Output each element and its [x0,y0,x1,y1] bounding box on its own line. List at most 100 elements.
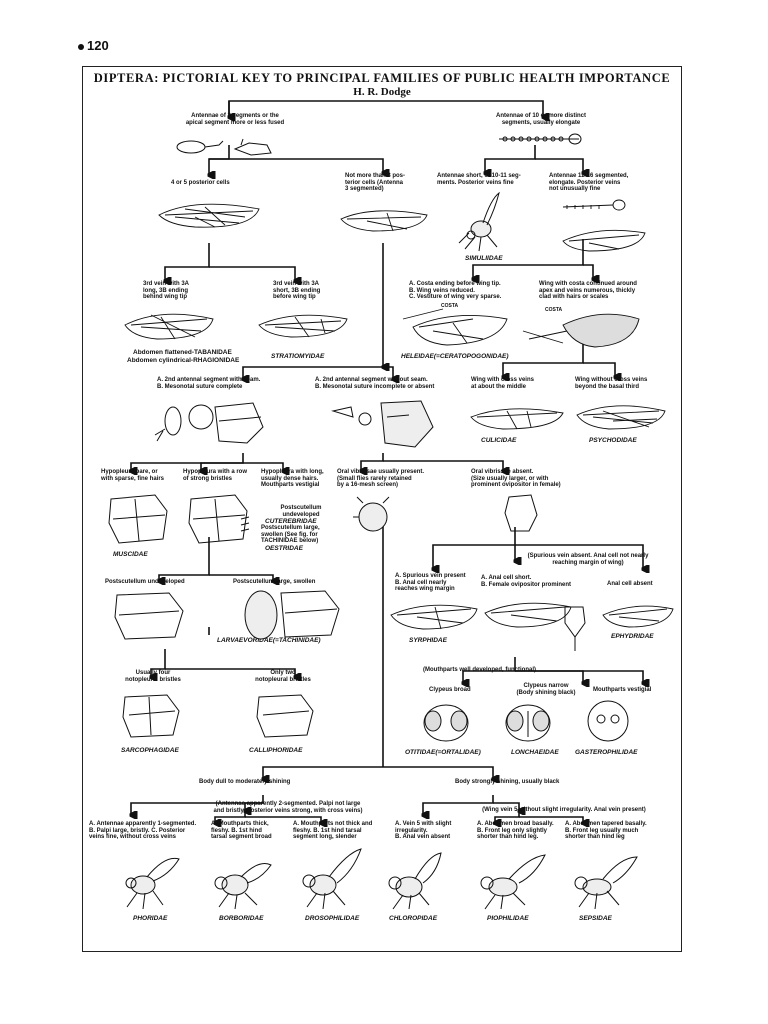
family-cuterebridae: CUTEREBRIDAE [265,518,317,525]
couplet-10a: Postscutellum undeveloped [105,579,185,585]
couplet-8d: Oral vibrissae usually present. (Small f… [337,469,425,489]
couplet-17c: A. Mouthparts not thick and fleshy. B. 1… [293,821,373,841]
family-sepsidae: SEPSIDAE [579,915,612,922]
couplet-16b: (Wing vein 5 without slight irregularity… [482,807,646,813]
costa-label-1: COSTA [441,303,459,309]
antenna-12-16-and-wing [562,199,646,252]
couplet-4b: 3rd vein with 3A short, 3B ending before… [273,281,321,301]
family-lonchaeidae: LONCHAEIDAE [511,749,559,756]
otitid-head [423,704,469,742]
couplet-15a: Body dull to moderately shining [199,779,291,785]
muscid-thorax [108,494,168,544]
couplet-5b: Wing with costa continued around apex an… [539,281,637,301]
wing-3-posterior-cells [340,210,428,232]
piophilid-fly-illustration [480,854,546,910]
family-phoridae: PHORIDAE [133,915,168,922]
culicid-wing [470,408,564,430]
family-larvaevoridae: LARVAEVORIDAE(=TACHINIDAE) [217,637,321,644]
couplet-17a: A. Antennae apparently 1-segmented. B. P… [89,821,197,841]
couplet-15b: Body strongly shining, usually black [455,779,560,785]
page-number: 120 [78,38,109,53]
thorax-mesonotal-suture-incomplete [331,400,434,448]
sepsid-fly-illustration [574,856,638,910]
family-drosophilidae: DROSOPHILIDAE [305,915,360,922]
oral-vibrissae-head [353,496,390,532]
family-chloropidae: CHLOROPIDAE [389,915,438,922]
couplet-17f: A. Abdomen tapered basally. B. Front leg… [565,821,647,841]
family-syrphidae: SYRPHIDAE [409,637,447,644]
family-borboridae: BORBORIDAE [219,915,264,922]
family-tabanidae: Abdomen flattened-TABANIDAE [133,349,232,356]
wing-3rd-vein-short [258,314,348,338]
couplet-6a: A. 2nd antennal segment with seam. B. Me… [157,377,261,390]
family-oestridae: OESTRIDAE [265,545,303,552]
costa-label-2: COSTA [545,307,563,313]
key-connectors [83,100,681,951]
wing-3rd-vein-long [124,313,214,340]
chloropid-fly-illustration [388,852,442,910]
phorid-fly-illustration [125,857,180,910]
sarcophagid-thorax [122,694,180,738]
couplet-14c: Mouthparts vestigial [593,687,652,693]
couplet-9: (Spurious vein absent. Anal cell not nea… [527,553,649,566]
couplet-2b: Not more than 3 pos- terior cells (Anten… [345,173,406,193]
psychodid-hairy-wing [522,313,640,348]
gasterophilid-head [587,700,629,742]
couplet-11a: A. Spurious vein present B. Anal cell ne… [395,573,466,593]
couplet-8a: Hypopleura bare, or with sparse, fine ha… [101,469,165,482]
oestrid-note: Postscutellum large, swollen (See fig. f… [261,525,320,545]
calliphorid-thorax [256,694,314,738]
family-otitidae: OTITIDAE(=ORTALIDAE) [405,749,481,756]
couplet-8c: Hypopleura with long, usually dense hair… [261,469,324,489]
key-title: DIPTERA: PICTORIAL KEY TO PRINCIPAL FAMI… [93,71,671,85]
drosophilid-fly-illustration [302,848,362,910]
family-rhagionidae: Abdomen cylindrical-RHAGIONIDAE [127,357,240,364]
cuterebrid-note: Postscutellum undeveloped [280,505,322,518]
couplet-11c: Anal cell absent [607,581,653,587]
couplet-8b: Hypopleura with a row of strong bristles [183,469,248,482]
couplet-1b: Antennae of 10 or more distinct segments… [495,113,586,126]
hypopleura-bristles-thorax [188,494,250,544]
borborid-fly-illustration [214,863,272,910]
couplet-11b: A. Anal cell short. B. Female ovipositor… [481,575,572,588]
antenna-multisegment-illustration [499,133,582,145]
family-psychodidae: PSYCHODIDAE [589,437,637,444]
couplet-17e: A. Abdomen broad basally. B. Front leg o… [477,821,554,841]
female-ovipositor [564,606,586,651]
family-heleidae: HELEIDAE(=CERATOPOGONIDAE) [401,353,509,360]
couplet-17b: A. Mouthparts thick, fleshy. B. 1st hind… [211,821,272,841]
lonchaeid-head [505,704,551,742]
family-gasterophilidae: GASTEROPHILIDAE [575,749,638,756]
anal-cell-short-wing [484,602,572,628]
couplet-13: (Mouthparts well developed, functional) [423,667,537,673]
wing-4-5-posterior-cells [158,203,260,228]
antenna-3-segment-illustration [176,138,272,156]
thorax-mesonotal-suture-complete [154,402,264,444]
couplet-12b: Only two notopleural bristles [255,670,311,683]
family-muscidae: MUSCIDAE [113,551,148,558]
family-calliphoridae: CALLIPHORIDAE [249,747,303,754]
couplet-5a: A. Costa ending before wing tip. B. Wing… [409,281,502,301]
couplet-6b: A. 2nd antennal segment without seam. B.… [315,377,435,390]
couplet-4a: 3rd vein with 3A long, 3B ending behind … [143,281,190,301]
simuliid-fly-illustration [458,191,500,252]
couplet-10b: Postscutellum large, swollen [233,579,316,585]
psychodid-wing [576,405,666,430]
oral-vibrissae-absent-head [504,494,538,532]
family-stratiomyidae: STRATIOMYIDAE [271,353,325,360]
key-author: H. R. Dodge [353,86,411,98]
couplet-8e: Oral vibrissae absent. (Size usually lar… [471,469,561,489]
postscutellum-undeveloped-thorax [114,592,184,640]
syrphid-wing [390,604,478,630]
key-frame: DIPTERA: PICTORIAL KEY TO PRINCIPAL FAMI… [82,66,682,952]
couplet-17d: A. Vein 5 with slight irregularity. B. A… [395,821,452,841]
couplet-2a: 4 or 5 posterior cells [171,180,230,186]
family-ephydridae: EPHYDRIDAE [611,633,654,640]
ephydrid-wing [602,605,674,628]
family-piophilidae: PIOPHILIDAE [487,915,529,922]
postscutellum-swollen-thorax [244,590,340,640]
couplet-3b: Antennae 12-16 segmented, elongate. Post… [549,173,629,193]
couplet-1a: Antennae of 3 segments or the apical seg… [185,113,285,126]
heleid-wing-illustration [402,308,508,346]
family-sarcophagidae: SARCOPHAGIDAE [121,747,179,754]
